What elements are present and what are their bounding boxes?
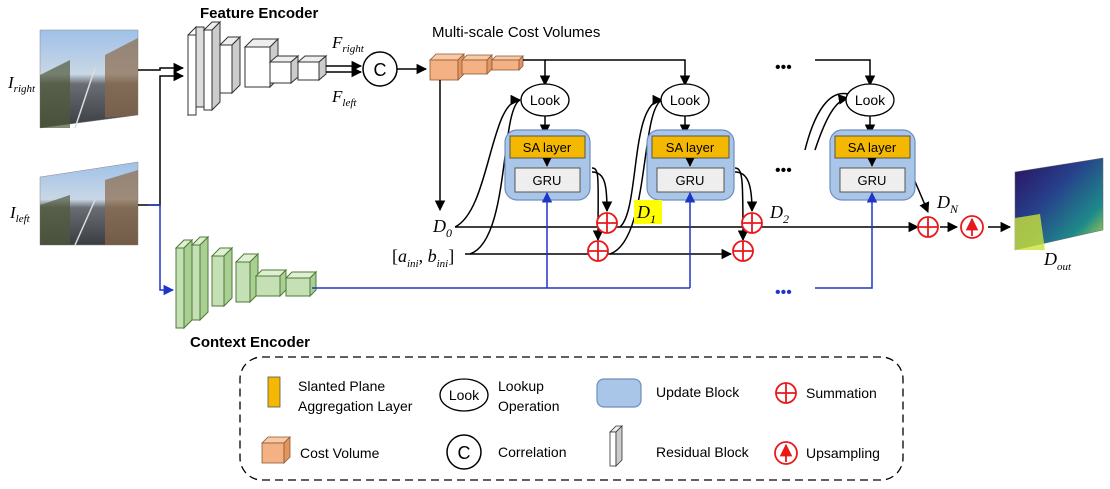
d1-label: D1 [636,202,656,226]
legend-sa-line-2: Aggregation Layer [298,398,413,414]
upsampling-node [960,215,984,239]
legend-res-label: Residual Block [656,444,750,460]
svg-text:SA layer: SA layer [848,140,897,155]
correlation-node: C [362,51,398,87]
gru-1 [514,167,581,193]
svg-text:Look: Look [855,92,886,108]
legend-sa-swatch [267,376,281,408]
d0-label: D0 [432,216,452,240]
ellipsis-top: ••• [775,59,792,76]
svg-text:C: C [374,60,387,80]
update-block-1: Look SA layer GRU [504,83,591,201]
legend-sa-line-1: Slanted Plane [298,378,385,394]
svg-text:GRU: GRU [858,173,887,188]
legend-sum-symbol [775,382,797,404]
svg-text:GRU: GRU [533,173,562,188]
cost-volume-pyramid [429,53,524,81]
d1-highlight [634,200,662,224]
legend-cost-swatch [261,436,291,464]
cost-volumes-title: Multi-scale Cost Volumes [432,24,600,41]
legend-corr-label: Correlation [498,444,566,460]
summation-node-d2 [741,212,763,234]
output-disparity-map [1014,157,1104,251]
svg-text:C: C [458,443,471,463]
lookup-node-2 [660,83,710,117]
context-path-in [148,204,175,296]
legend-up-symbol [774,441,798,465]
ellipsis-bottom: ••• [775,284,792,301]
right-input-image [39,29,139,129]
feature-right-label: Fright [331,33,365,55]
summation-node-d1 [596,212,618,234]
ellipsis-middle: ••• [775,162,792,179]
dn-label: DN [936,192,959,216]
legend: Slanted Plane Aggregation Layer Look Loo… [261,376,880,470]
d2-label: D2 [769,202,789,226]
summation-node-dn [917,216,939,238]
left-input-image [39,161,139,246]
context-encoder-label: Context Encoder [190,334,310,351]
input-left-label: Ileft [9,203,31,225]
d-out-label: Dout [1043,249,1072,273]
feature-left-label: Fleft [331,87,357,109]
lookup-node-1 [520,83,570,117]
legend-look-line-2: Operation [498,398,559,414]
summation-node-a1 [587,240,609,262]
legend-corr-symbol [446,434,482,470]
legend-update-label: Update Block [656,384,740,400]
legend-box [239,356,904,481]
lookup-node-3 [845,83,895,117]
input-connections [138,62,185,206]
legend-cost-label: Cost Volume [300,445,380,461]
legend-look-symbol [439,378,489,412]
feature-encoder-label: Feature Encoder [200,5,319,22]
svg-text:SA layer: SA layer [666,140,715,155]
init-params-label: [aini, bini] [392,246,454,270]
legend-sum-label: Summation [806,385,877,401]
summation-node-a2 [732,240,754,262]
svg-text:Look: Look [530,92,561,108]
svg-text:Look: Look [449,387,480,403]
legend-res-swatch [609,425,623,467]
svg-text:Look: Look [670,92,701,108]
update-block-2: Look SA layer GRU [646,83,735,201]
legend-look-line-1: Lookup [498,378,544,394]
summation-nodes [587,212,939,262]
svg-text:SA layer: SA layer [523,140,572,155]
feature-encoder [187,20,328,117]
feature-arrows [326,60,363,78]
context-paths [312,191,878,289]
svg-text:GRU: GRU [676,173,705,188]
update-block-3: Look SA layer GRU [829,83,916,201]
input-right-label: Iright [7,73,36,95]
context-encoder [174,235,318,330]
legend-update-swatch [596,378,642,408]
legend-up-label: Upsampling [806,445,880,461]
